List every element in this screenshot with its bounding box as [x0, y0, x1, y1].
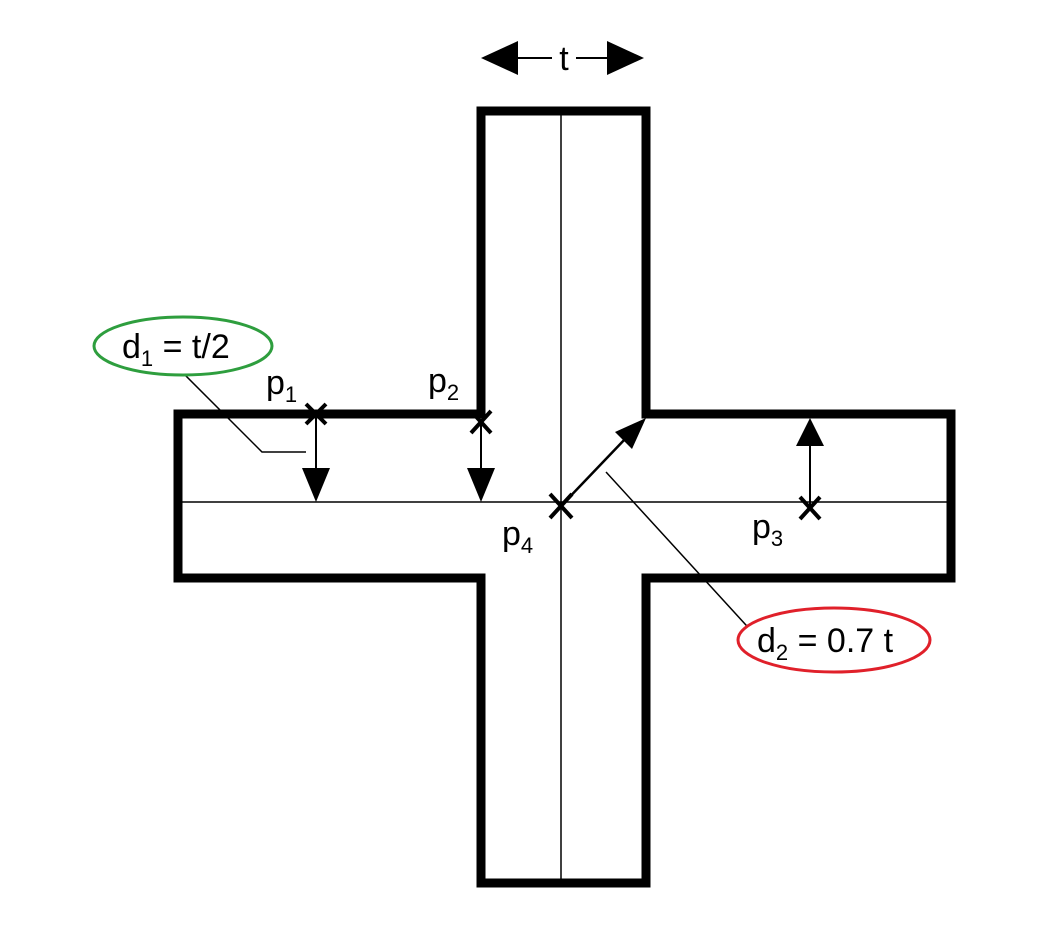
callout-d2: d2 = 0.7 t — [736, 606, 932, 674]
point-p2: p2 — [428, 362, 495, 502]
d1-leader-line — [181, 371, 306, 453]
d2-label: d2 = 0.7 t — [757, 622, 894, 665]
callout-d1: d1 = t/2 — [92, 315, 274, 377]
d1-ellipse — [92, 315, 274, 377]
d2-ellipse — [736, 606, 932, 674]
point-p3: p3 — [752, 418, 824, 551]
thickness-label: t — [559, 40, 569, 78]
p4-label: p4 — [502, 515, 533, 558]
p2-label: p2 — [428, 362, 459, 405]
cross-outline — [173, 106, 956, 888]
point-p4: p4 — [502, 418, 646, 558]
d1-label: d1 = t/2 — [122, 328, 230, 371]
point-p1: p1 — [266, 364, 330, 502]
p1-label: p1 — [266, 364, 297, 407]
thickness-dimension: t — [481, 40, 644, 78]
d2-leader-line — [605, 471, 757, 637]
p3-label: p3 — [752, 508, 783, 551]
